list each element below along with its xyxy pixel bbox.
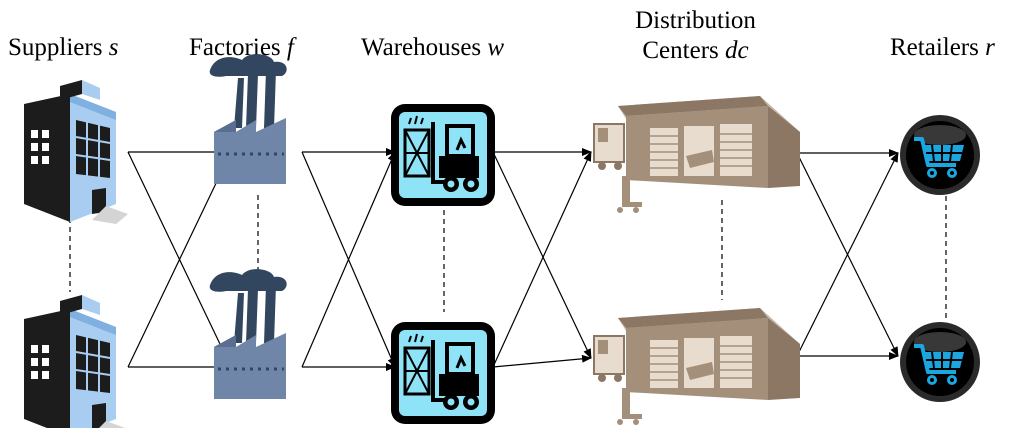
office-building-icon (23, 294, 129, 428)
dc-label-line2: Centers dc (628, 36, 763, 66)
suppliers-label-text: Suppliers (8, 34, 103, 61)
arrows-suppliers-factories (127, 148, 232, 371)
warehouses-var: w (487, 34, 505, 61)
distribution-center-building-icon (593, 95, 801, 214)
dc-label-line1: Distribution (635, 7, 756, 34)
column-label-retailers: Retailers r (890, 33, 995, 63)
ellipsis-connectors (69, 195, 947, 322)
distribution-center-building-icon (593, 307, 801, 426)
column-label-suppliers: Suppliers s (8, 33, 118, 63)
arrow (796, 152, 899, 357)
dc-label-text: Centers (642, 37, 719, 64)
shopping-cart-icon (898, 320, 982, 404)
dc-var: dc (725, 37, 749, 64)
arrow (492, 151, 592, 368)
arrow (127, 151, 232, 368)
arrow (301, 151, 396, 368)
arrow (492, 354, 592, 368)
suppliers-var: s (108, 34, 119, 61)
column-label-warehouses: Warehouses w (361, 33, 504, 63)
warehouses-label-text: Warehouses (361, 34, 482, 61)
arrow (492, 151, 592, 359)
office-building-icon (23, 79, 129, 225)
arrows-warehouses-dc (492, 148, 592, 368)
column-label-distribution-centers: Distribution Centers dc (628, 6, 763, 66)
forklift-warehouse-icon (389, 320, 497, 426)
retailers-label-text: Retailers (890, 34, 979, 61)
factory-icon (208, 52, 289, 186)
retailers-var: r (985, 34, 995, 61)
arrows-dc-retailers (796, 149, 899, 360)
shopping-cart-icon (898, 113, 982, 197)
factories-var: f (286, 34, 294, 61)
forklift-warehouse-icon (389, 102, 497, 208)
arrows-factories-warehouses (301, 148, 396, 371)
factory-icon (208, 267, 289, 401)
